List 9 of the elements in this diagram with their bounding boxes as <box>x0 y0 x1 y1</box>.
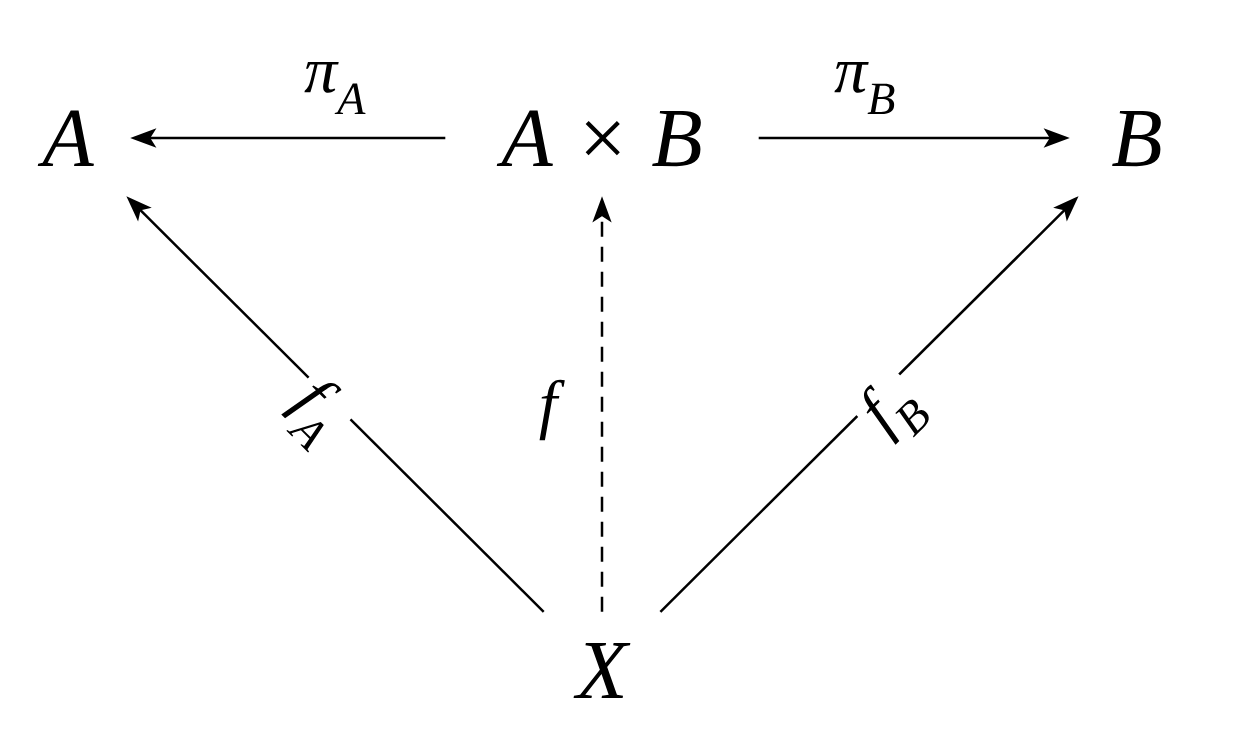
edge-label: f <box>532 373 565 447</box>
edge-label: f$_{A}$ <box>266 362 366 462</box>
object-label: A <box>37 110 94 166</box>
object-label: X <box>573 643 631 698</box>
edge-label: f$_{B}$ <box>843 360 943 460</box>
object-label: A × B <box>496 110 701 167</box>
object-label: B <box>1112 111 1161 167</box>
edge-label: π$_{A}$ <box>298 55 372 121</box>
edge-label: π$_{B}$ <box>828 55 902 121</box>
